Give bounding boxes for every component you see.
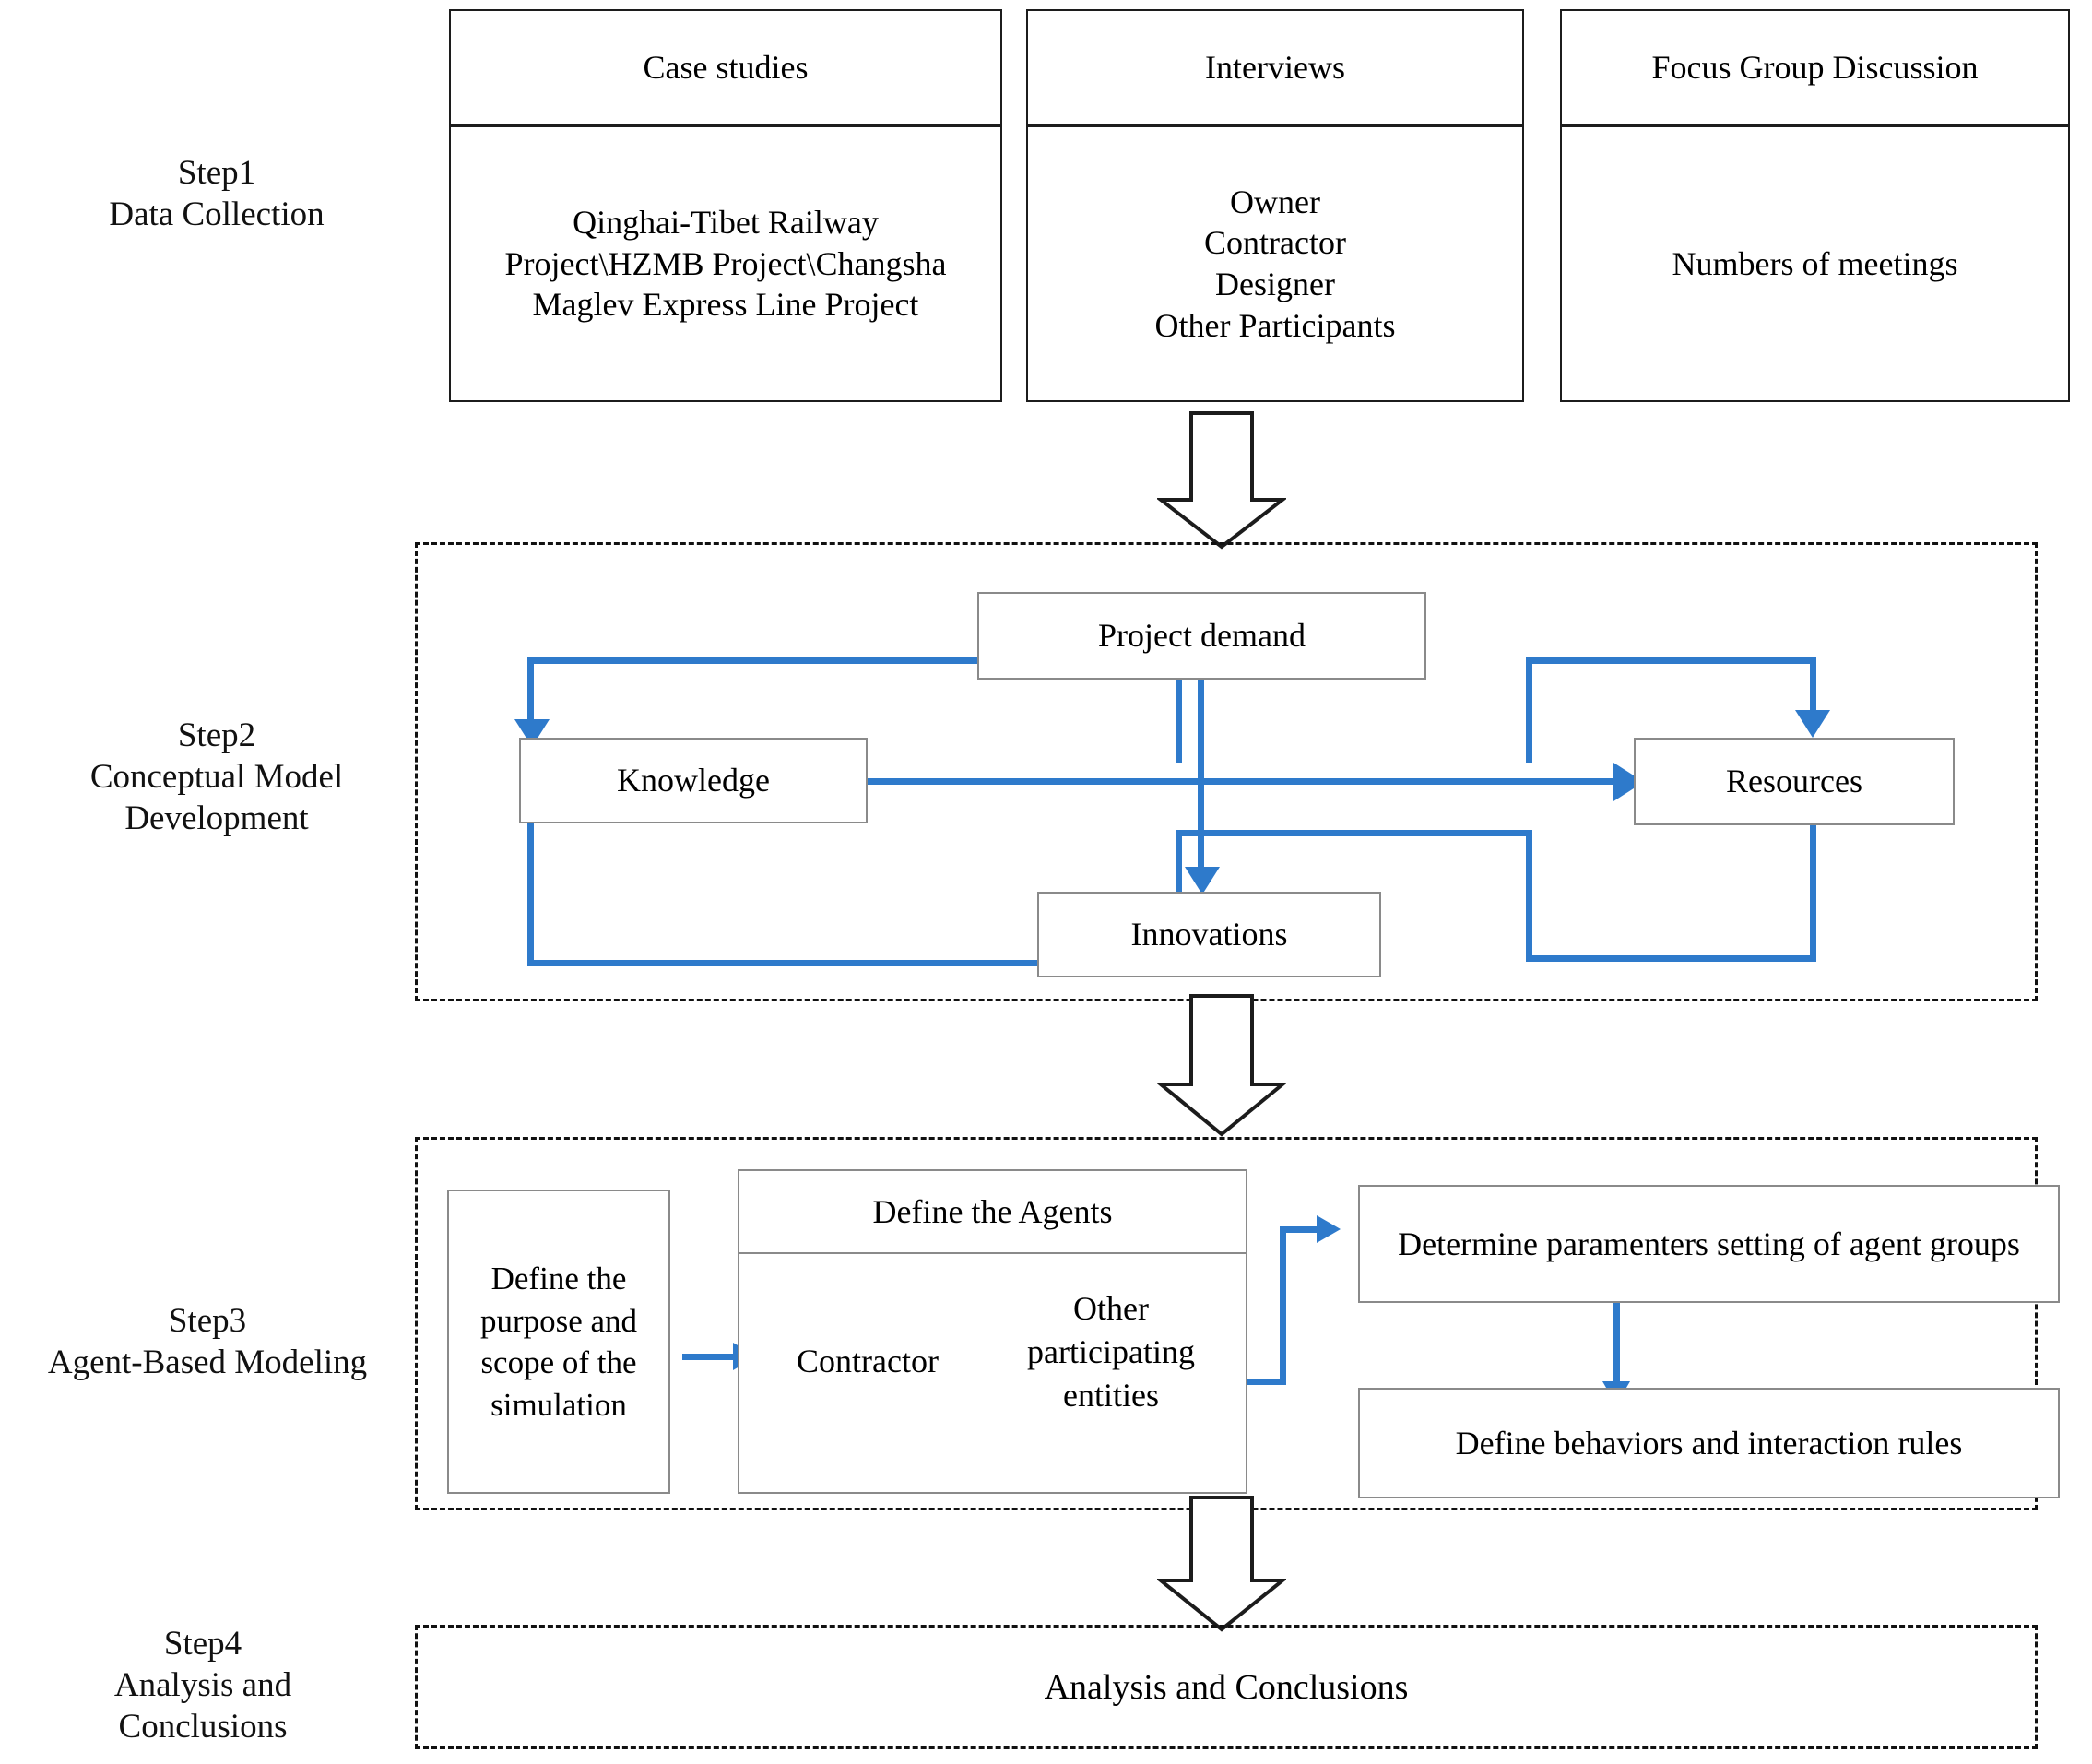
step1-label: Step1 Data Collection xyxy=(109,154,325,234)
step2-connector-left-top-v-down xyxy=(527,657,534,727)
arrowhead-down-icon-resources xyxy=(1795,710,1830,738)
step1-col2-body: Owner Contractor Designer Other Particip… xyxy=(1026,125,1524,402)
step3-connector-params-to-behaviors xyxy=(1613,1302,1620,1390)
step1-col2-header: Interviews xyxy=(1026,9,1524,127)
step3-connector-agents-h xyxy=(1240,1379,1286,1385)
step2-connector-knowledge-bottom-v xyxy=(527,819,534,966)
step2-connector-left-top-h xyxy=(527,657,1182,664)
step3-node-determine-parameters: Determine paramenters setting of agent g… xyxy=(1358,1185,2060,1303)
step3-agent-contractor: Contractor xyxy=(797,1343,939,1379)
step4-node-analysis: Analysis and Conclusions xyxy=(1044,1667,1409,1707)
block-arrow-down-icon-3 xyxy=(1157,1496,1286,1632)
step3-connector-scope-to-agents xyxy=(682,1354,739,1360)
step2-connector-resources-bottom-v xyxy=(1810,823,1816,962)
step3-agent-other: Other participating entities xyxy=(1027,1290,1195,1414)
step3-node-define-agents-body: Contractor Other participating entities xyxy=(738,1252,1247,1494)
step3-connector-agents-v xyxy=(1280,1226,1286,1383)
step1-col3-body: Numbers of meetings xyxy=(1560,125,2070,402)
step2-connector-bottom-bus-h2 xyxy=(1318,830,1532,836)
step3-connector-agents-h2 xyxy=(1280,1226,1324,1233)
block-arrow-down-icon-1 xyxy=(1157,411,1286,550)
step2-node-project-demand: Project demand xyxy=(977,592,1426,680)
step4-label: Step4 Analysis and Conclusions xyxy=(113,1625,292,1746)
step2-node-knowledge: Knowledge xyxy=(519,738,868,823)
step2-connector-left-top-v-right xyxy=(1176,657,1182,763)
block-arrow-down-icon-2 xyxy=(1157,994,1286,1137)
step2-connector-right-top-v-down xyxy=(1810,657,1816,715)
step2-connector-resources-bottom-v2 xyxy=(1526,830,1532,962)
step3-node-define-behaviors: Define behaviors and interaction rules xyxy=(1358,1388,2060,1498)
step3-node-define-agents-header: Define the Agents xyxy=(738,1169,1247,1254)
step2-connector-demand-stem xyxy=(1198,678,1204,876)
step2-connector-bottom-bus-h xyxy=(1176,830,1318,836)
step1-col1-body: Qinghai-Tibet Railway Project\HZMB Proje… xyxy=(449,125,1002,402)
arrowhead-right-icon-parameters xyxy=(1317,1215,1341,1243)
step3-label: Step3 Agent-Based Modeling xyxy=(47,1302,368,1382)
step1-col1-header: Case studies xyxy=(449,9,1002,127)
step2-connector-knowledge-bottom-h xyxy=(527,960,1182,966)
step2-connector-resources-bottom-h xyxy=(1526,955,1816,962)
step2-connector-right-top-v-left xyxy=(1526,657,1532,763)
step2-node-resources: Resources xyxy=(1634,738,1955,825)
step2-label: Step2 Conceptual Model Development xyxy=(89,716,344,838)
step4-container xyxy=(415,1625,2038,1749)
step2-node-innovations: Innovations xyxy=(1037,892,1381,977)
step3-node-purpose-scope: Define the purpose and scope of the simu… xyxy=(447,1190,670,1494)
step2-connector-right-top-h xyxy=(1526,657,1816,664)
step2-connector-kr-h xyxy=(645,778,1641,785)
step1-col3-header: Focus Group Discussion xyxy=(1560,9,2070,127)
arrowhead-down-icon-innovations xyxy=(1185,867,1220,894)
